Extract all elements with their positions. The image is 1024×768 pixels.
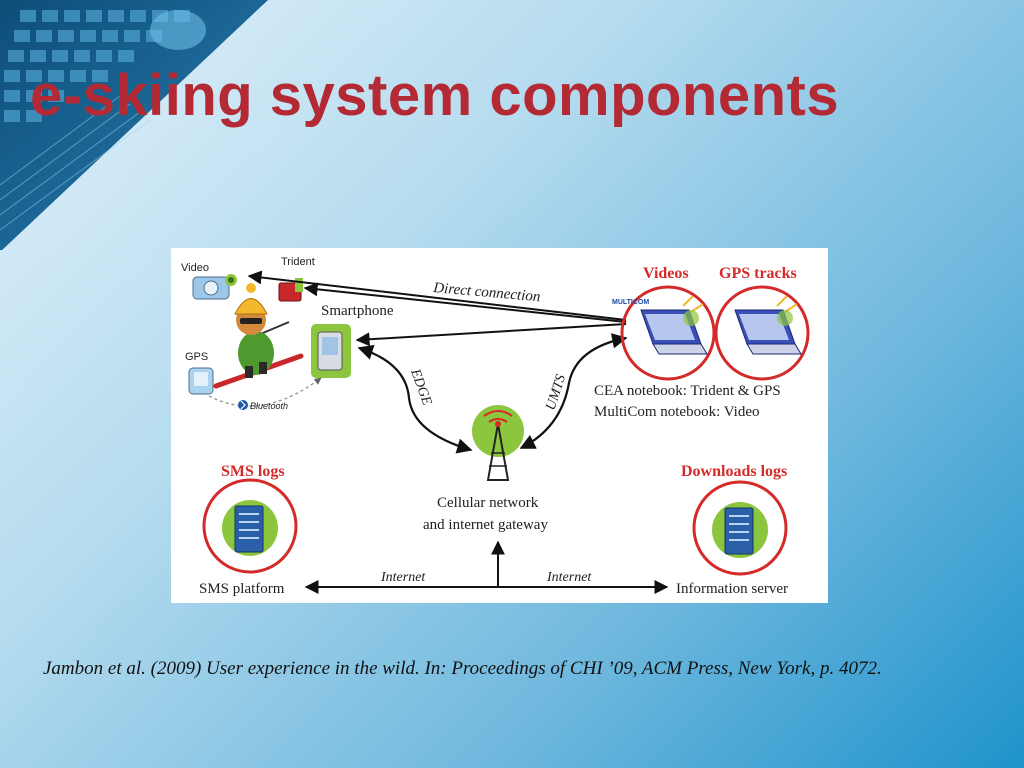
bluetooth-link-line: [208, 377, 322, 407]
system-diagram: Video Trident GPS: [171, 248, 828, 603]
sms-server-icon: [222, 500, 278, 556]
internet-left-label: Internet: [380, 570, 426, 585]
gps-tracks-label: GPS tracks: [719, 265, 797, 282]
bluetooth-label: Bluetooth: [250, 401, 288, 411]
gps-tracks-highlight-circle: [714, 285, 810, 381]
smartphone-icon: [311, 324, 351, 378]
gps-device-icon: [188, 367, 214, 395]
internet-right-label: Internet: [546, 570, 592, 585]
cell-tower-icon: [472, 405, 524, 481]
sms-logs-label: SMS logs: [221, 463, 285, 480]
information-server-icon: [712, 502, 768, 558]
sms-logs-highlight-circle: [202, 478, 298, 574]
cellular-network-label: Cellular network: [437, 495, 539, 511]
internet-gateway-label: and internet gateway: [423, 517, 548, 533]
video-label: Video: [181, 262, 209, 274]
videos-label: Videos: [643, 265, 689, 282]
direct-connection-arrow-trident: [303, 282, 627, 323]
videos-highlight-circle: [620, 285, 716, 381]
slide-title: e-skiing system components: [30, 63, 840, 128]
trident-label: Trident: [281, 256, 315, 268]
direct-connection-label: Direct connection: [432, 280, 541, 305]
edge-link-arrow: [357, 344, 473, 454]
skier-illustration: [213, 283, 304, 389]
smartphone-label: Smartphone: [321, 303, 394, 319]
multicom-logo: MULTICOM: [612, 299, 649, 306]
sms-platform-label: SMS platform: [199, 581, 285, 597]
umts-link-arrow: [519, 333, 628, 449]
trident-device-icon: [278, 278, 303, 302]
diagram-canvas: Video Trident GPS: [181, 256, 810, 597]
citation-text: Jambon et al. (2009) User experience in …: [43, 658, 882, 679]
bluetooth-icon: [238, 400, 248, 410]
umts-label: UMTS: [544, 373, 570, 412]
downloads-logs-label: Downloads logs: [681, 463, 787, 480]
multicom-notebook-label: MultiCom notebook: Video: [594, 404, 760, 420]
information-server-label: Information server: [676, 581, 788, 597]
video-notebook-icon: [640, 295, 708, 355]
downloads-logs-highlight-circle: [692, 480, 788, 576]
cea-notebook-label: CEA notebook: Trident & GPS: [594, 383, 781, 399]
edge-label: EDGE: [407, 366, 434, 408]
corner-keyboard-art: [0, 0, 268, 250]
direct-connection-arrow-smartphone: [355, 323, 627, 347]
gps-label: GPS: [185, 351, 208, 363]
video-camera-icon: [192, 274, 237, 300]
gps-notebook-icon: [734, 295, 802, 355]
